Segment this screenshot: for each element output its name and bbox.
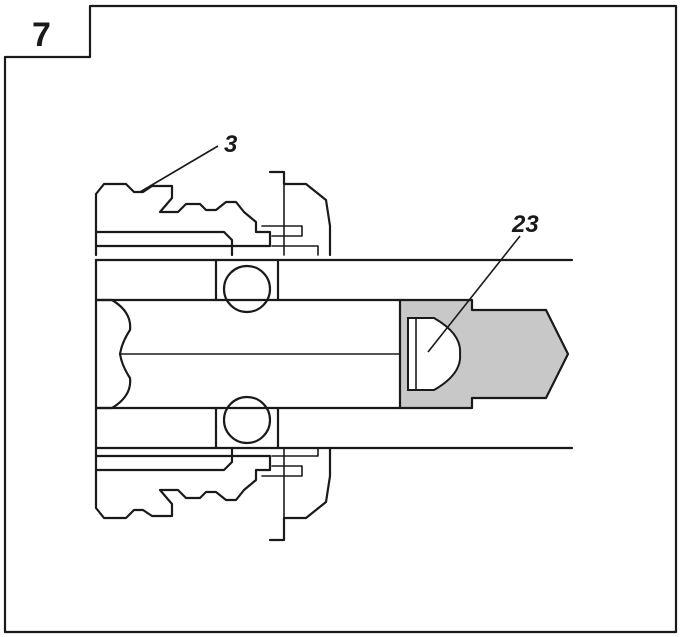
callout-3: 3 bbox=[139, 131, 238, 193]
tube-formed-end bbox=[94, 298, 132, 410]
step-frame: 7 bbox=[3, 4, 678, 634]
bulkhead-plate bbox=[268, 170, 332, 542]
o-ring-upper bbox=[214, 258, 280, 314]
o-ring-lower bbox=[214, 395, 280, 450]
step-number: 7 bbox=[32, 16, 51, 54]
callout-3-label: 3 bbox=[224, 131, 238, 158]
fitting-body-upper bbox=[94, 182, 319, 257]
tube bbox=[94, 258, 574, 450]
callout-23-label: 23 bbox=[511, 211, 539, 238]
part-23-insert bbox=[398, 298, 570, 410]
fitting-body-lower bbox=[94, 446, 319, 520]
callout-23: 23 bbox=[427, 211, 539, 353]
